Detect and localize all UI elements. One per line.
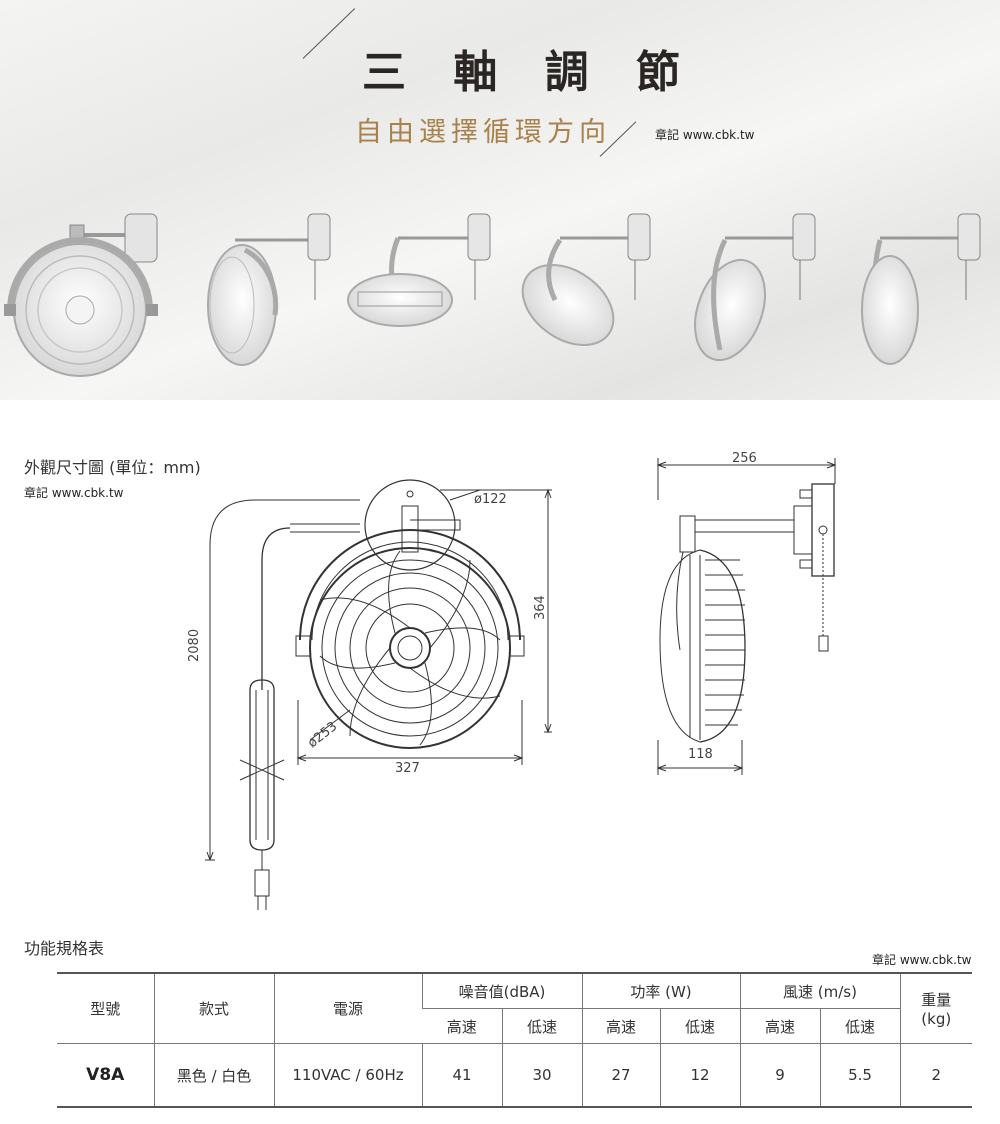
spec-credit: 章記 www.cbk.tw	[872, 953, 972, 967]
fan-image-angled	[207, 213, 331, 366]
fan-image-side	[861, 213, 981, 365]
fan-orientation-photos	[4, 213, 981, 377]
cell-noise-high: 41	[421, 1043, 502, 1108]
fan-image-tilted-side	[694, 213, 816, 362]
decor-slash-left	[302, 8, 356, 59]
hero-credit: 章記 www.cbk.tw	[655, 128, 755, 142]
header-model: 型號	[57, 972, 154, 1044]
front-view-drawing: 2080 364 327 ø122 ø253	[187, 479, 552, 910]
header-wind-high: 高速	[739, 1008, 820, 1044]
cell-noise-low: 30	[501, 1043, 582, 1108]
cell-weight: 2	[899, 1043, 972, 1108]
hero-subtitle: 自由選擇循環方向	[355, 117, 611, 148]
cell-wind-high: 9	[739, 1043, 820, 1108]
header-style: 款式	[153, 972, 274, 1044]
header-noise-low: 低速	[501, 1008, 582, 1044]
dimension-credit: 章記 www.cbk.tw	[24, 486, 124, 500]
dim-cord-length: 2080	[187, 629, 202, 662]
cell-style: 黑色 / 白色	[153, 1043, 274, 1108]
dim-width: 327	[395, 761, 420, 776]
header-wind: 風速 (m/s)	[739, 972, 900, 1009]
spec-section-title: 功能規格表	[24, 939, 105, 958]
header-wind-low: 低速	[819, 1008, 900, 1044]
cell-model: V8A	[57, 1043, 154, 1108]
dim-depth: 256	[732, 451, 757, 466]
table-row: V8A 黑色 / 白色 110VAC / 60Hz 41 30 27 12 9 …	[57, 1043, 972, 1108]
header-weight-unit: (kg)	[921, 1010, 952, 1028]
header-weight: 重量 (kg)	[899, 972, 972, 1044]
header-weight-label: 重量	[921, 991, 952, 1009]
spec-table: 型號 款式 電源 噪音值(dBA) 功率 (W) 風速 (m/s) 重量 (kg…	[57, 972, 972, 1108]
dim-height: 364	[533, 595, 548, 620]
header-power-source: 電源	[273, 972, 422, 1044]
header-power-high: 高速	[581, 1008, 660, 1044]
fan-image-front	[4, 213, 158, 377]
header-power-low: 低速	[659, 1008, 740, 1044]
cell-power-low: 12	[659, 1043, 740, 1108]
header-power: 功率 (W)	[581, 972, 740, 1009]
cell-wind-low: 5.5	[819, 1043, 900, 1108]
side-view-drawing: 256 118	[656, 451, 837, 775]
hero-banner: 三 軸 調 節 自由選擇循環方向 章記 www.cbk.tw	[0, 0, 1000, 400]
cell-power-source: 110VAC / 60Hz	[273, 1043, 422, 1108]
dim-body-depth: 118	[688, 747, 713, 762]
dimension-section-title: 外觀尺寸圖 (單位：mm)	[24, 458, 201, 477]
hero-title: 三 軸 調 節	[362, 47, 696, 98]
cell-power-high: 27	[581, 1043, 660, 1108]
dim-mount-diameter: ø122	[474, 492, 507, 507]
fan-image-tilted	[521, 213, 651, 346]
dim-grille-diameter: ø253	[305, 719, 340, 751]
header-noise-high: 高速	[422, 1008, 502, 1044]
header-noise: 噪音值(dBA)	[421, 972, 582, 1009]
fan-image-down	[347, 213, 491, 327]
